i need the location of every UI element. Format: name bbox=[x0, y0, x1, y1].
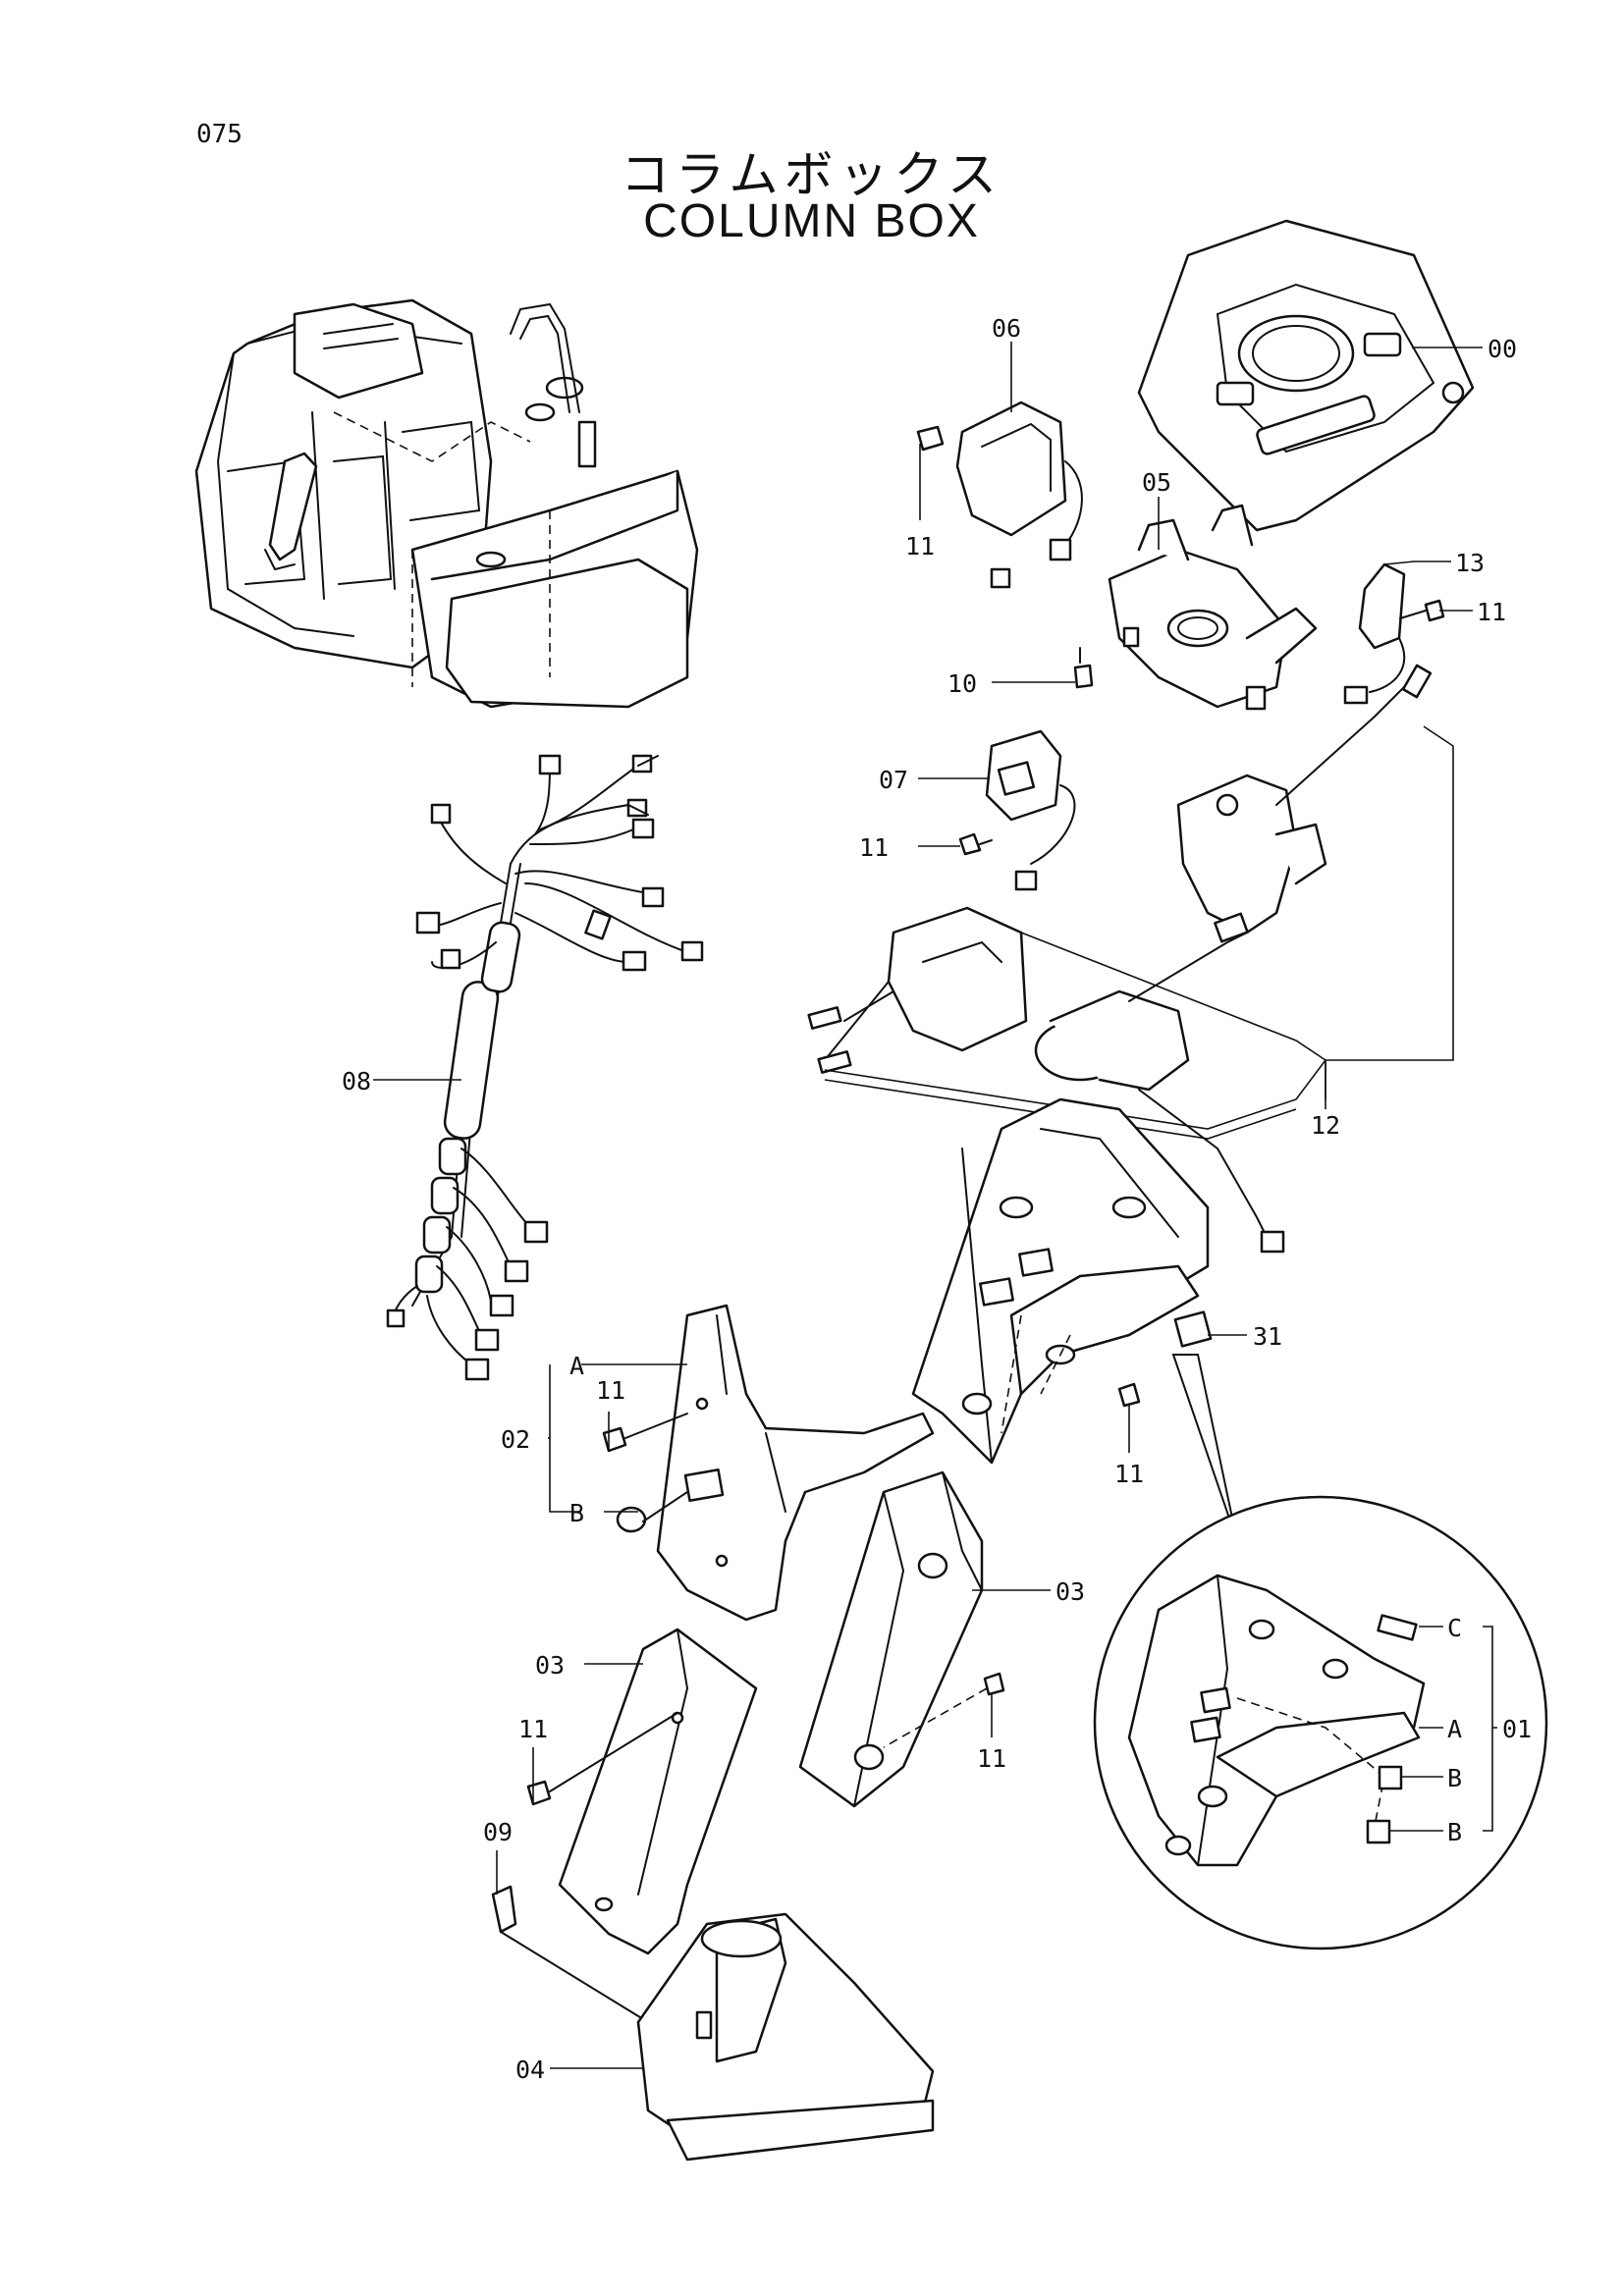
excavator-cab-overview bbox=[194, 298, 699, 709]
part-01-shell bbox=[911, 1097, 1213, 1465]
callout-06: 06 bbox=[992, 314, 1021, 343]
callout-11-shell: 11 bbox=[1114, 1460, 1144, 1488]
part-08-wiring-harness bbox=[386, 754, 704, 1381]
callout-31: 31 bbox=[1253, 1322, 1282, 1351]
callout-09: 09 bbox=[483, 1818, 513, 1846]
part-13-switch bbox=[1343, 562, 1406, 705]
callout-03-left: 03 bbox=[535, 1651, 565, 1680]
callout-05: 05 bbox=[1142, 468, 1171, 497]
callout-A-cover: A bbox=[569, 1352, 584, 1380]
callout-11-upper-left: 11 bbox=[905, 532, 935, 561]
part-03-right-panel bbox=[798, 1470, 1005, 1808]
callout-11-right-panel: 11 bbox=[977, 1744, 1006, 1773]
part-04-floor-boot bbox=[636, 1912, 935, 2162]
screws-upper bbox=[958, 599, 1445, 856]
callout-B-detail-2: B bbox=[1447, 1818, 1462, 1846]
part-00-top-cover bbox=[1137, 219, 1475, 532]
part-06-bracket bbox=[916, 400, 1083, 589]
part-09-clip bbox=[491, 1885, 649, 2023]
callout-11-left-panel: 11 bbox=[518, 1715, 548, 1743]
callout-labels: 00 06 05 13 11 11 10 07 11 12 08 31 11 0… bbox=[342, 314, 1532, 2084]
callout-10: 10 bbox=[947, 669, 977, 698]
callout-C-detail: C bbox=[1447, 1614, 1462, 1642]
part-07-connector bbox=[985, 729, 1076, 891]
callout-00: 00 bbox=[1488, 335, 1517, 363]
callout-11-upper-right: 11 bbox=[1477, 598, 1506, 626]
callout-B-cover: B bbox=[569, 1499, 584, 1527]
title-japanese: コラムボックス bbox=[621, 146, 1002, 203]
callout-02: 02 bbox=[501, 1425, 530, 1454]
callout-A-detail: A bbox=[1447, 1715, 1462, 1743]
title-english: COLUMN BOX bbox=[643, 195, 980, 247]
callout-11-middle: 11 bbox=[859, 833, 889, 862]
page-number: 075 bbox=[196, 120, 243, 149]
callout-04: 04 bbox=[515, 2056, 545, 2084]
part-03-left-panel bbox=[526, 1628, 758, 1955]
callout-13: 13 bbox=[1455, 549, 1485, 577]
part-05-bracket bbox=[1108, 504, 1318, 711]
callout-03-right: 03 bbox=[1055, 1577, 1085, 1606]
callout-B-detail-1: B bbox=[1447, 1764, 1462, 1792]
callout-12: 12 bbox=[1311, 1111, 1340, 1140]
part-02-column-cover bbox=[602, 1304, 935, 1622]
callout-07: 07 bbox=[879, 766, 908, 794]
leader-lines bbox=[373, 342, 1497, 2069]
callout-11-cover: 11 bbox=[596, 1376, 625, 1405]
part-12-lever-assembly bbox=[807, 664, 1454, 1254]
callout-08: 08 bbox=[342, 1067, 371, 1095]
callout-01: 01 bbox=[1502, 1715, 1532, 1743]
detail-circle bbox=[1093, 1354, 1548, 1950]
